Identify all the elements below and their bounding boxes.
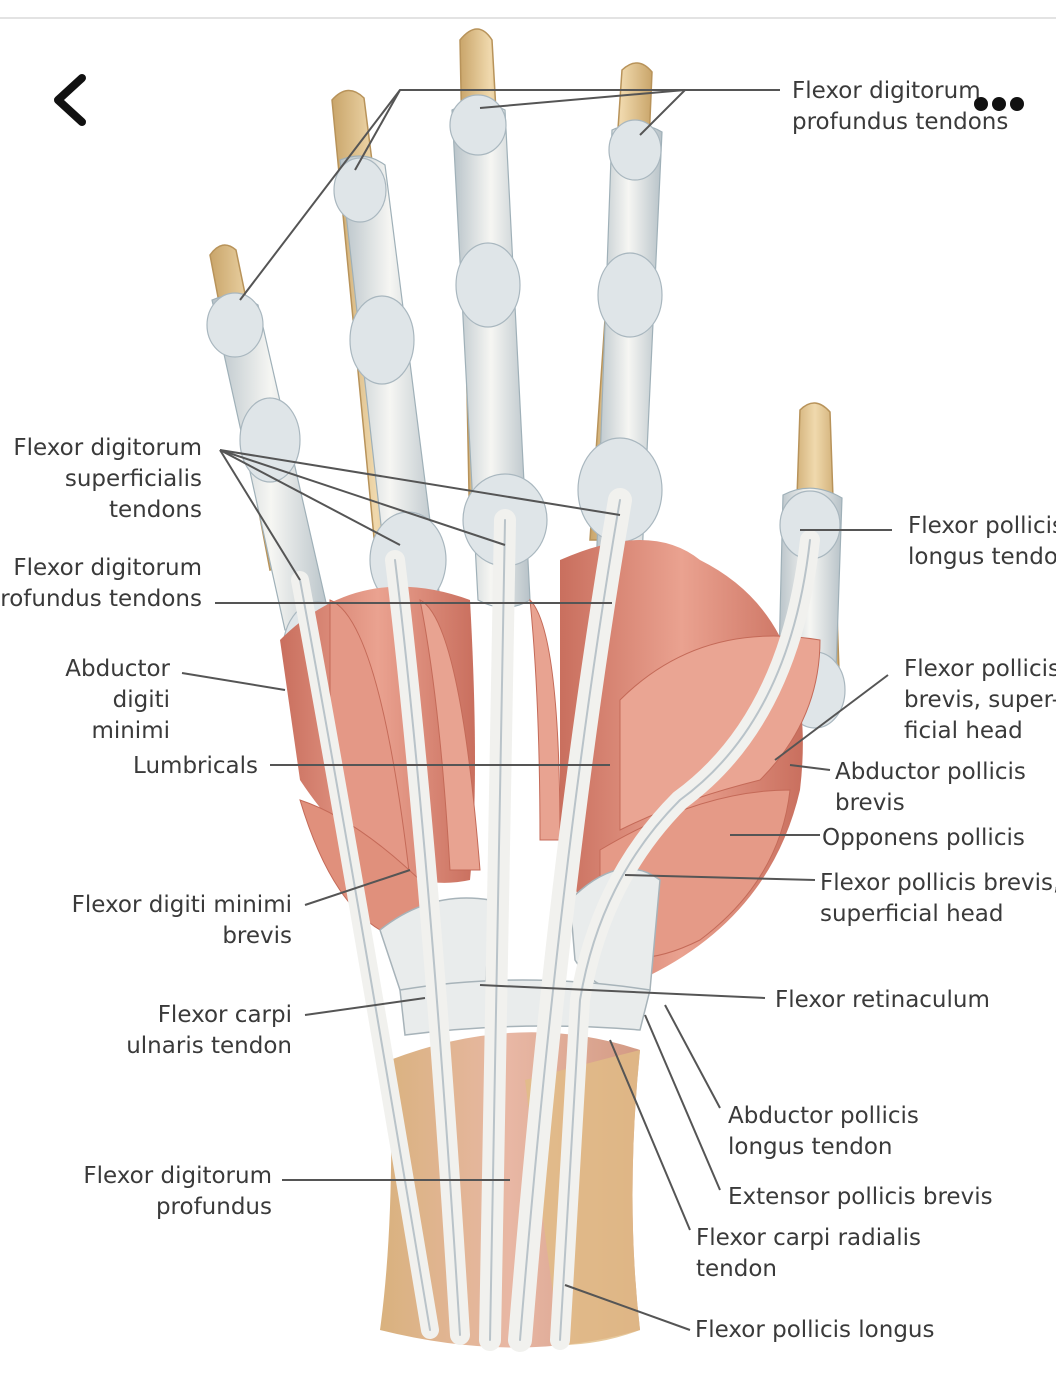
- label-opponens: Opponens pollicis: [822, 825, 1025, 851]
- long-tendons: [291, 488, 820, 1352]
- leader-lines: [181, 89, 892, 1331]
- label-retinaculum: Flexor retinaculum: [775, 987, 990, 1013]
- label-lumbricals: Lumbricals: [133, 753, 258, 779]
- chevron-left-icon: [54, 74, 86, 126]
- more-options-button[interactable]: [960, 84, 1030, 124]
- label-fpl: Flexor pollicis longus: [695, 1317, 934, 1343]
- more-horizontal-icon: [974, 97, 1024, 111]
- top-divider: [0, 17, 1056, 19]
- back-button[interactable]: [40, 60, 110, 140]
- label-epb: Extensor pollicis brevis: [728, 1184, 993, 1210]
- label-fpb-superficial: Flexor pollicis brevis,superficial head: [820, 870, 1056, 927]
